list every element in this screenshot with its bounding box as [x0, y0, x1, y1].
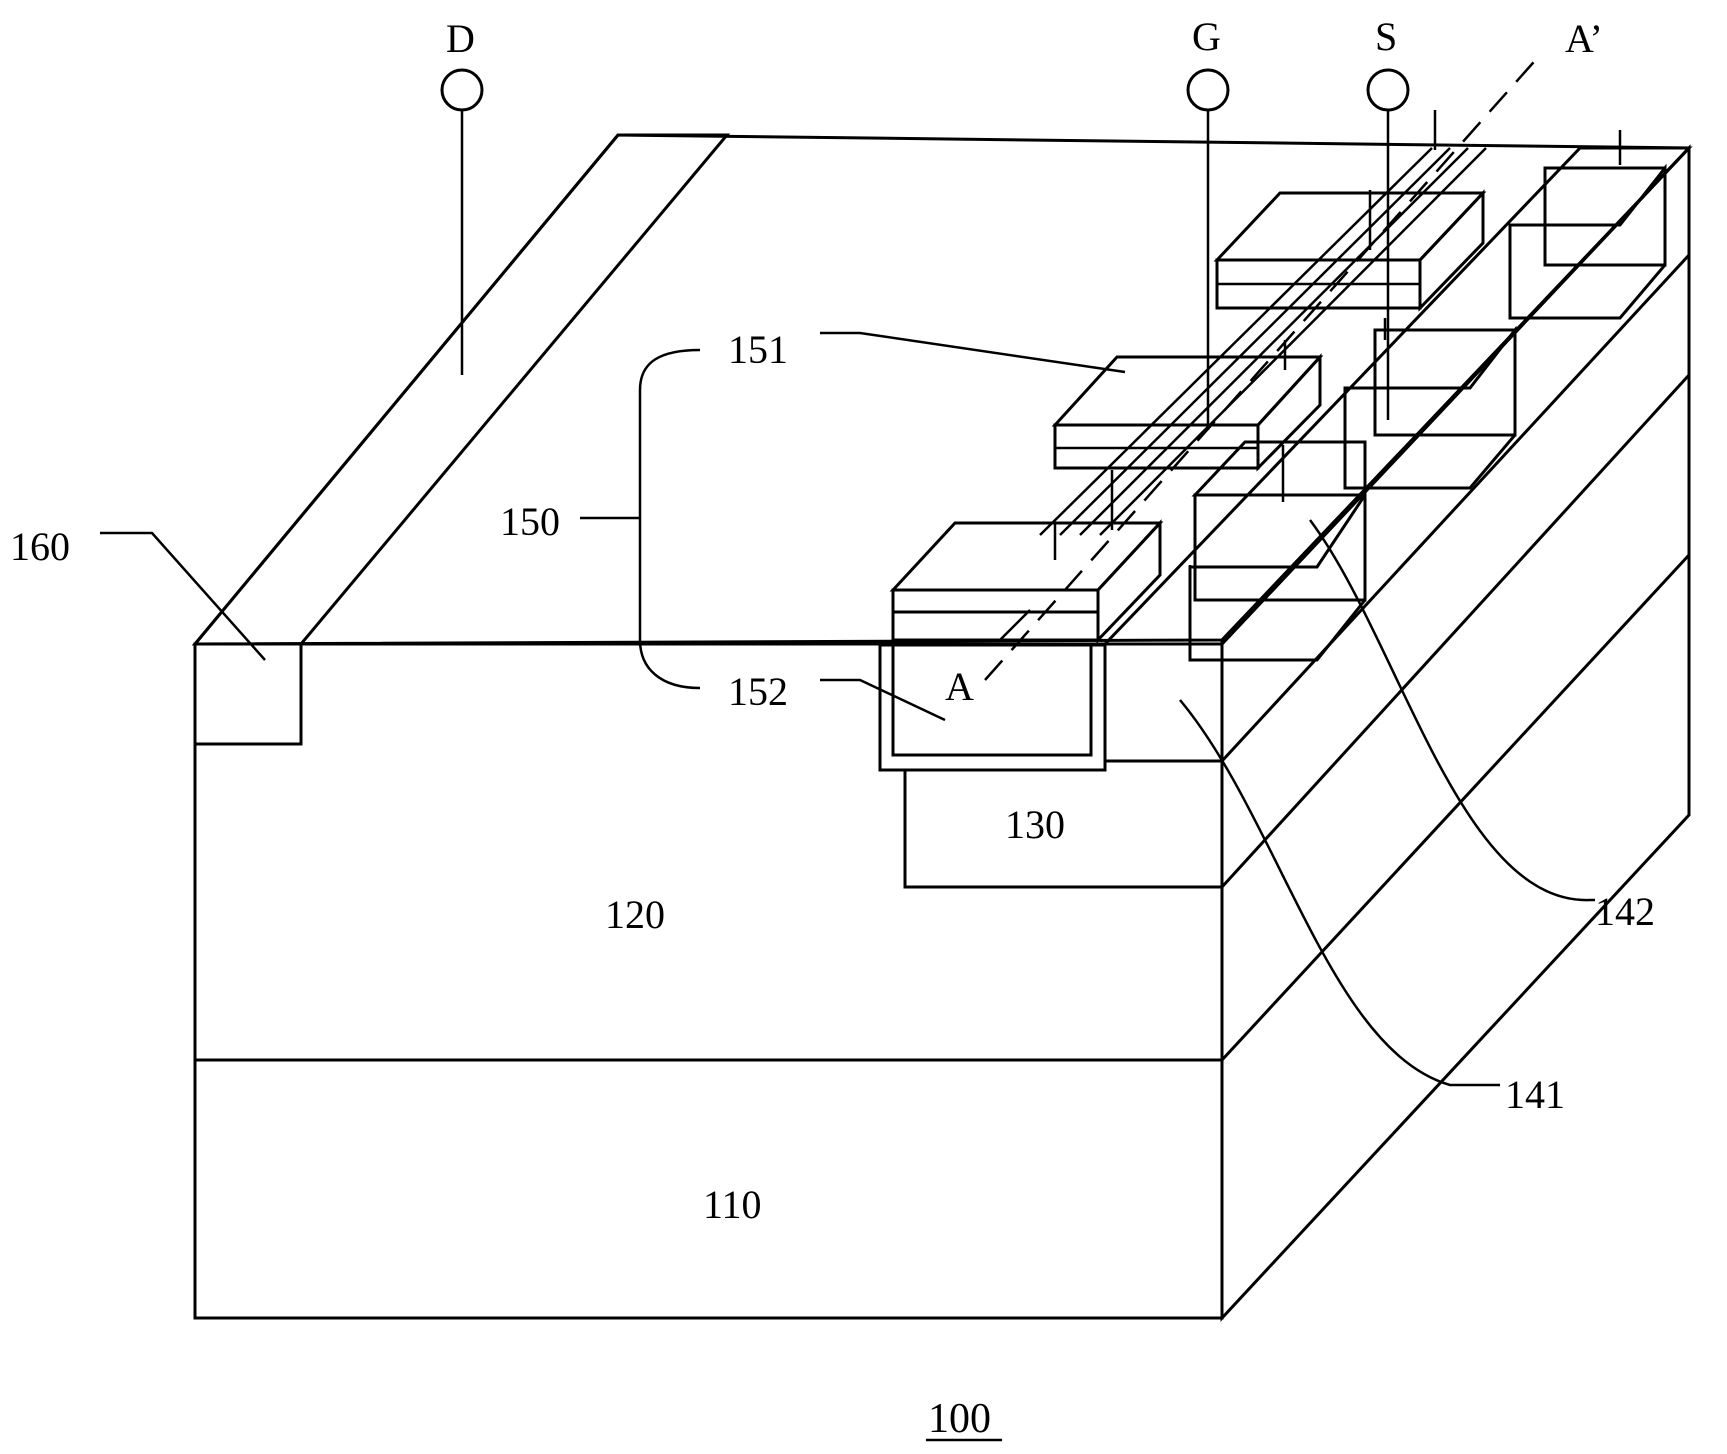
label-141: 141 [1505, 1072, 1565, 1117]
gate-finger-1-top [889, 521, 1164, 592]
section-line [984, 54, 1541, 681]
drain-strip-front [193, 642, 303, 746]
figure-number: 100 [928, 1396, 991, 1442]
gate-fingers [889, 110, 1622, 644]
region-141-front [1103, 642, 1224, 763]
section-label-a: A [945, 664, 974, 709]
gate-finger-2-side [1256, 353, 1322, 472]
contact-142-a-top [1191, 440, 1367, 497]
region-141-slab-top [1101, 146, 1693, 646]
drain-region [191, 133, 731, 746]
body-region-outline [903, 770, 1222, 889]
label-120: 120 [605, 892, 665, 937]
terminal-d-label: D [446, 16, 475, 61]
label-152: 152 [728, 669, 788, 714]
gate-finger-3-top [1213, 191, 1487, 262]
body-region-side [1220, 373, 1691, 889]
contact-142-b [1373, 328, 1517, 437]
gate-trench-fill [891, 643, 1093, 757]
gate-dielectric-outline [878, 643, 1107, 772]
label-110: 110 [703, 1182, 762, 1227]
terminal-drain: D [440, 16, 484, 375]
region-141-slab-side [1220, 144, 1691, 765]
gate-finger-1-front [891, 588, 1100, 614]
gate-trench [878, 643, 1107, 772]
label-160: 160 [10, 524, 70, 569]
gate-finger-1-side [1096, 519, 1162, 644]
source-block-3 [1508, 163, 1667, 320]
source-contact-regions [1101, 144, 1693, 765]
label-151: 151 [728, 327, 788, 372]
contact-142-c [1543, 166, 1667, 267]
label-150: 150 [500, 499, 560, 544]
terminal-g-label: G [1192, 14, 1221, 59]
label-130: 130 [1005, 802, 1065, 847]
terminal-source: S [1366, 14, 1410, 420]
gate-finger-1-dielectric [891, 610, 1100, 642]
terminal-gate: G [1186, 14, 1230, 430]
source-block-2 [1343, 325, 1517, 490]
substrate-boundary-side [1220, 553, 1691, 1062]
device-block [191, 133, 1693, 1322]
brace-150 [638, 348, 701, 690]
terminal-s-label: S [1375, 14, 1397, 59]
source-block-1 [1188, 490, 1367, 662]
section-label-a-prime: A’ [1565, 16, 1603, 61]
gate-finger-3-side [1418, 189, 1485, 312]
label-142: 142 [1595, 889, 1655, 934]
